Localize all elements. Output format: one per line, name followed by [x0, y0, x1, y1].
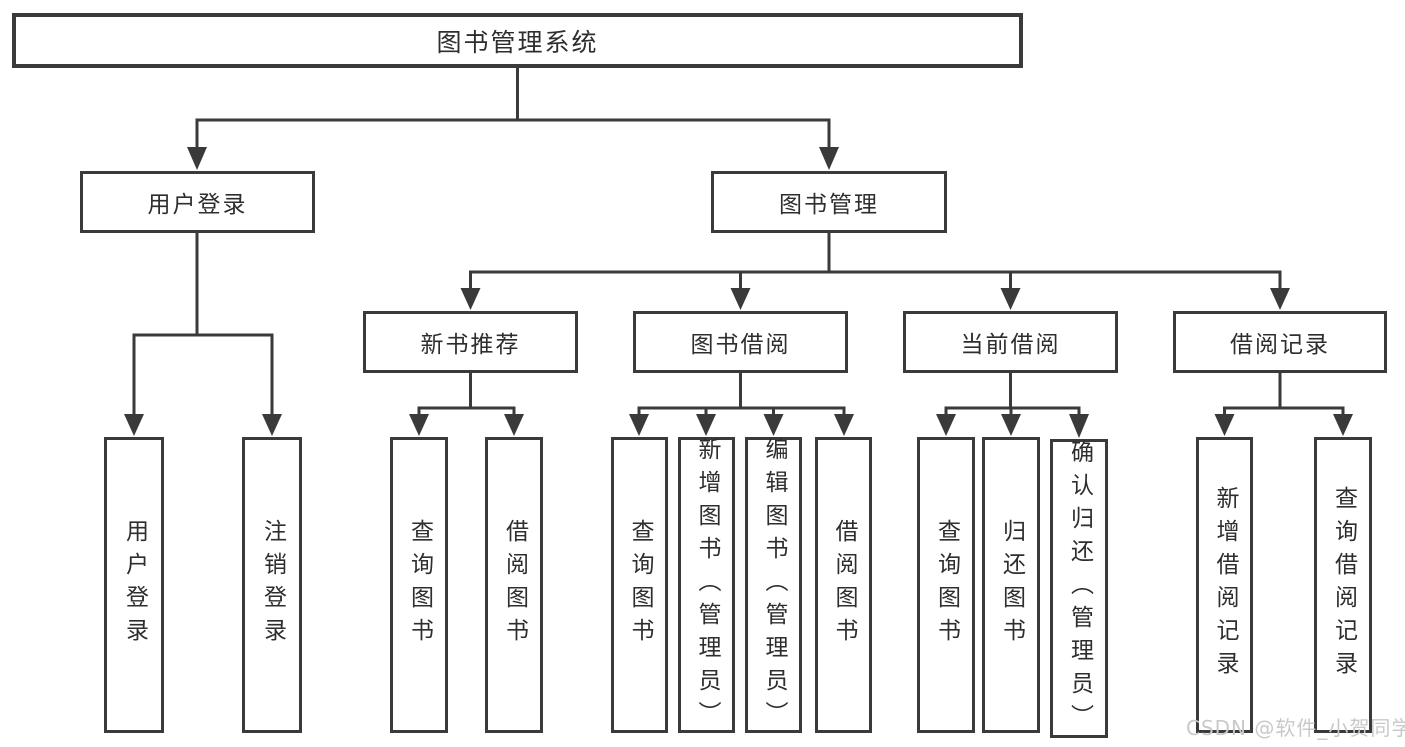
node-book-management: 图书管理: [711, 171, 947, 233]
leaf-current-confirm-return-admin: 确认归还（管理员）: [1050, 439, 1108, 738]
csdn-watermark: CSDN @软件_小贺同学: [1186, 716, 1405, 740]
leaf-label: 用户登录: [121, 519, 148, 651]
node-label: 用户登录: [147, 192, 248, 218]
leaf-label: 查询借阅记录: [1330, 486, 1357, 684]
leaf-label: 查询图书: [933, 519, 960, 651]
leaf-label: 新增图书（管理员）: [694, 436, 720, 734]
node-label: 图书管理系统: [436, 27, 599, 57]
node-label: 图书借阅: [690, 332, 791, 358]
leaf-borrowing-query-books: 查询图书: [611, 437, 668, 733]
leaf-records-query-borrow-record: 查询借阅记录: [1314, 437, 1372, 733]
leaf-label: 借阅图书: [501, 519, 528, 651]
leaf-label: 借阅图书: [831, 519, 857, 651]
node-borrowing-records: 借阅记录: [1173, 311, 1387, 373]
leaf-label: 新增借阅记录: [1212, 486, 1238, 684]
leaf-recommend-borrow-books: 借阅图书: [485, 437, 543, 733]
node-label: 借阅记录: [1230, 332, 1330, 358]
leaf-label: 查询图书: [406, 519, 433, 651]
leaf-current-query-books: 查询图书: [917, 437, 975, 733]
node-new-book-recommendation: 新书推荐: [363, 311, 578, 373]
node-label: 当前借阅: [960, 332, 1061, 358]
leaf-label: 编辑图书（管理员）: [761, 436, 787, 734]
leaf-borrowing-borrow-books: 借阅图书: [815, 437, 872, 733]
leaf-user-login: 用户登录: [104, 437, 164, 733]
node-current-borrowing: 当前借阅: [903, 311, 1118, 373]
leaf-logout: 注销登录: [242, 437, 302, 733]
leaf-label: 查询图书: [627, 519, 653, 651]
leaf-records-add-borrow-record: 新增借阅记录: [1196, 437, 1253, 733]
leaf-borrowing-add-books-admin: 新增图书（管理员）: [678, 436, 735, 734]
leaf-label: 归还图书: [998, 519, 1025, 651]
leaf-recommend-query-books: 查询图书: [390, 437, 448, 733]
node-library-management-system: 图书管理系统: [12, 13, 1023, 68]
node-label: 新书推荐: [420, 332, 521, 358]
leaf-current-return-books: 归还图书: [982, 437, 1040, 733]
leaf-label: 注销登录: [259, 519, 286, 651]
node-user-login-branch: 用户登录: [80, 171, 315, 233]
leaf-label: 确认归还（管理员）: [1066, 440, 1093, 737]
node-book-borrowing: 图书借阅: [633, 311, 848, 373]
node-label: 图书管理: [779, 192, 879, 218]
leaf-borrowing-edit-books-admin: 编辑图书（管理员）: [745, 436, 802, 734]
